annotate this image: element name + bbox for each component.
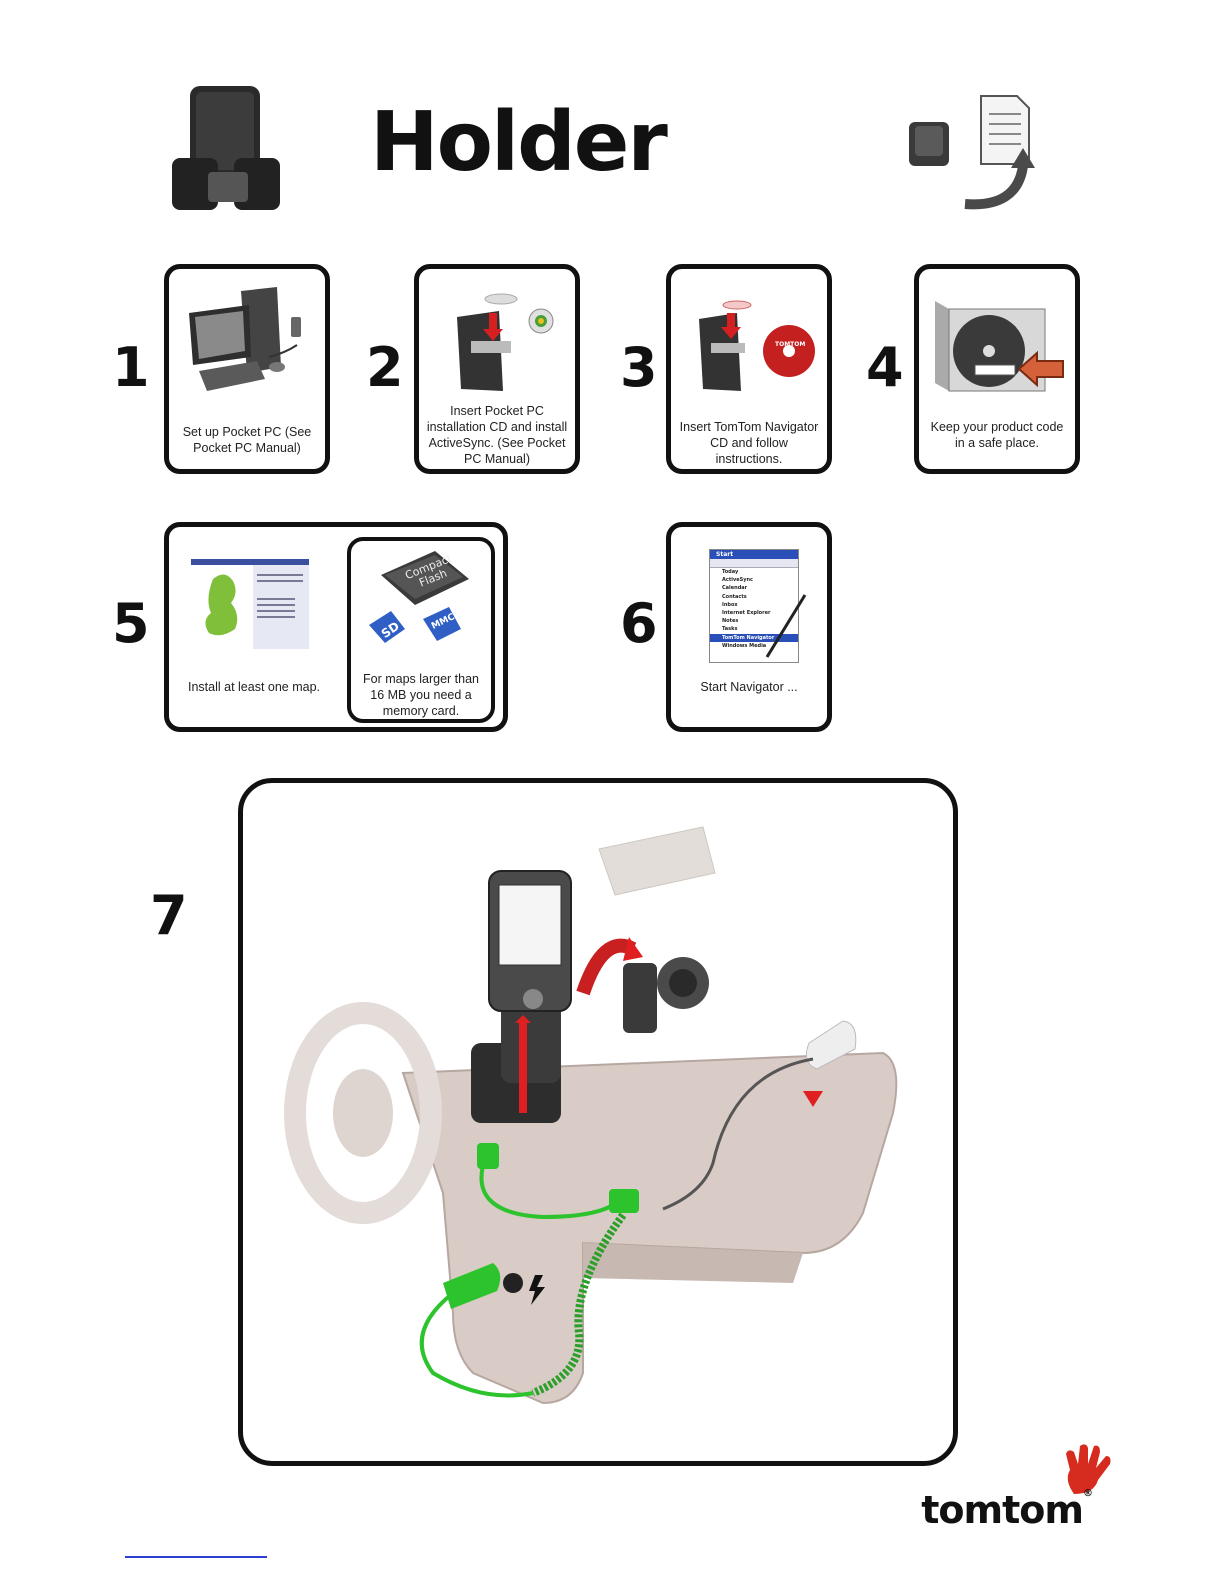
start-menu-item: ActiveSync [722,577,753,584]
tomtom-logo-text: tomtom [921,1488,1084,1532]
step-4-caption: Keep your product code in a safe place. [930,420,1064,450]
registered-mark: ® [1083,1488,1093,1499]
step-6-card: Start Today ActiveSync Calendar Contacts… [666,522,832,732]
step-1-caption: Set up Pocket PC (See Pocket PC Manual) [182,425,312,455]
page-title: Holder [370,95,668,190]
step-1-card: Set up Pocket PC (See Pocket PC Manual) [164,264,330,474]
step-2-caption: Insert Pocket PC installation CD and ins… [426,404,568,466]
product-code-case-illustration [935,301,1064,392]
step-7-card [238,778,958,1466]
start-menu-item: Windows Media [722,642,767,649]
car-installation-illustration [284,826,898,1405]
tomtom-hand-logo-icon [1066,1444,1111,1494]
step-5-card: Install at least one map. Compact Flash … [164,522,508,732]
memory-card-subcard: Compact Flash SD MMC For maps larger tha… [347,537,495,723]
step-number-3: 3 [620,336,658,399]
step-4-card: Keep your product code in a safe place. [914,264,1080,474]
step-number-7: 7 [150,884,188,947]
footer-link-underline [125,1556,267,1558]
pc-setup-illustration [189,287,301,391]
tomtom-cd-illustration [699,300,815,391]
step-5-caption: Install at least one map. [187,680,321,694]
start-menu-item: Internet Explorer [722,610,771,617]
step-number-2: 2 [366,336,404,399]
start-menu-item-highlighted: TomTom Navigator [710,633,798,642]
step-3-caption: Insert TomTom Navigator CD and follow in… [679,420,819,466]
step-number-6: 6 [620,592,658,655]
start-menu-item: Tasks [722,626,738,633]
step-2-card: Insert Pocket PC installation CD and ins… [414,264,580,474]
holder-document-icon [905,92,1045,212]
start-menu-title: Start [710,550,798,559]
cd-insert-illustration [457,293,554,391]
step-number-4: 4 [866,336,904,399]
memory-card-caption: For maps larger than 16 MB you need a me… [362,672,480,718]
holder-product-image [168,82,288,214]
step-3-card: TOMTOM Insert TomTom Navigator CD and fo… [666,264,832,474]
start-menu-item: Calendar [722,585,748,592]
step-number-5: 5 [112,592,150,655]
map-install-screenshot [191,559,309,649]
start-menu-screenshot: Start Today ActiveSync Calendar Contacts… [709,549,799,663]
memory-cards-illustration [369,551,469,643]
start-menu-item: Inbox [722,601,738,608]
stylus-icon [765,594,807,658]
step-6-caption: Start Navigator ... [700,680,798,694]
tomtom-cd-label: TOMTOM [775,341,806,348]
step-number-1: 1 [112,336,150,399]
start-menu-item: Today [722,569,739,575]
start-menu-item: Notes [722,618,739,625]
tomtom-logo: tomtom® [921,1488,1093,1532]
start-menu-item: Contacts [722,593,747,600]
